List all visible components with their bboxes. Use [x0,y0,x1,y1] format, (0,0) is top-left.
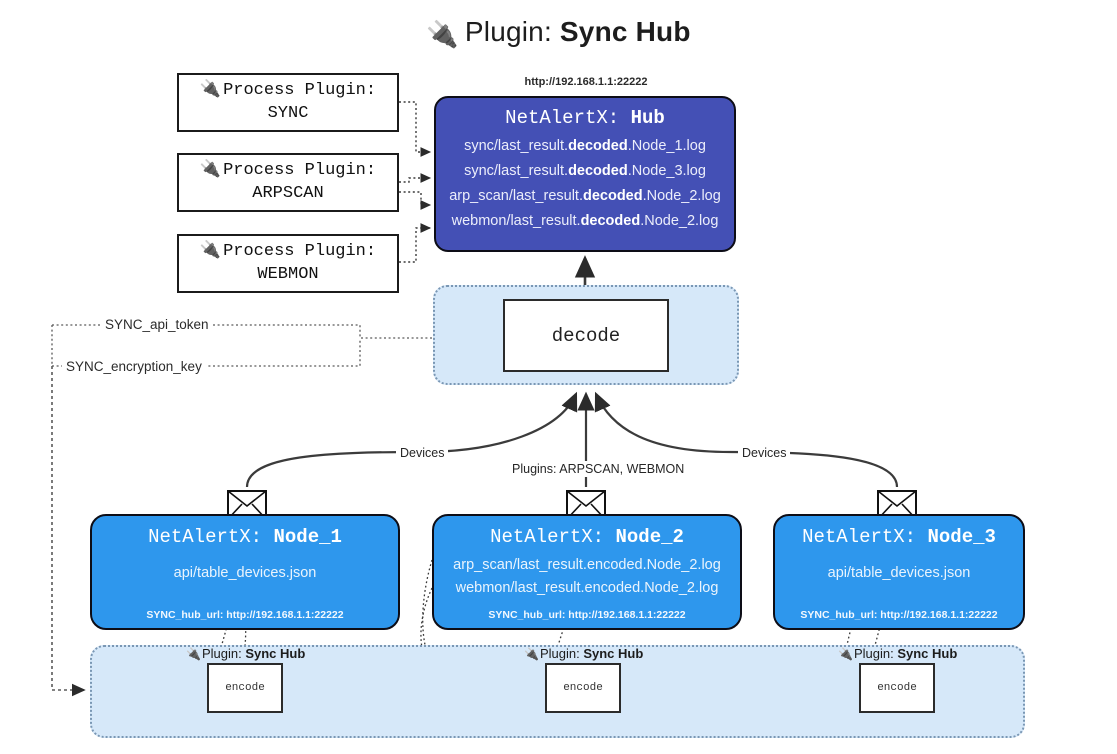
bottom-plugin-prefix: Plugin: [853,646,894,661]
bottom-plugin-name: Sync Hub [897,646,958,661]
edge-label-plugins: Plugins: ARPSCAN, WEBMON [508,461,689,477]
node-title-prefix: NetAlertX: [148,526,263,548]
page-title-prefix: Plugin: [464,16,552,47]
process-plugin-label: Process Plugin: [223,241,377,261]
encode-box-1[interactable]: encode [207,663,283,713]
node-title-name: Node_3 [927,526,996,548]
node-line: arp_scan/last_result.encoded.Node_2.log [453,557,721,573]
plug-icon: 🔌 [186,647,201,661]
node-title-prefix: NetAlertX: [490,526,605,548]
hub-title: NetAlertX: Hub [436,107,734,129]
node-card-node-1[interactable]: NetAlertX: Node_1 api/table_devices.json… [90,514,400,630]
edge-label-devices-right: Devices [738,445,791,461]
hub-card[interactable]: NetAlertX: Hub sync/last_result.decoded.… [434,96,736,252]
hub-log-bold: decoded [568,138,628,154]
node-title-prefix: NetAlertX: [802,526,917,548]
node-title: NetAlertX: Node_1 [92,526,398,548]
hub-log-line: arp_scan/last_result.decoded.Node_2.log [436,184,734,209]
process-plugin-label: Process Plugin: [223,160,377,180]
plug-icon: 🔌 [426,19,459,49]
hub-log-line: sync/last_result.decoded.Node_1.log [436,134,734,159]
process-plugin-name: WEBMON [257,264,319,284]
encode-box-3[interactable]: encode [859,663,935,713]
hub-log-post: .Node_1.log [627,138,706,154]
hub-log-line: webmon/last_result.decoded.Node_2.log [436,209,734,234]
plug-icon: 🔌 [524,647,539,661]
bottom-plugin-name: Sync Hub [245,646,306,661]
hub-log-post: .Node_2.log [642,187,721,204]
node-title-name: Node_1 [273,526,342,548]
process-plugin-label: Process Plugin: [223,80,377,100]
hub-log-pre: sync/last_result. [464,138,569,154]
node-footer: SYNC_hub_url: http://192.168.1.1:22222 [146,609,344,621]
bottom-plugin-prefix: Plugin: [539,646,580,661]
plug-icon: 🔌 [838,647,853,661]
hub-log-bold: decoded [582,187,643,204]
hub-log-bold: decoded [568,162,628,179]
hub-log-line: sync/last_result.decoded.Node_3.log [436,159,734,184]
hub-url-label: http://192.168.1.1:22222 [524,76,648,88]
node-line: api/table_devices.json [173,565,317,581]
node-footer: SYNC_hub_url: http://192.168.1.1:22222 [488,609,686,621]
node-footer: SYNC_hub_url: http://192.168.1.1:22222 [800,609,998,621]
node-line: webmon/last_result.encoded.Node_2.log [455,580,719,597]
node-title: NetAlertX: Node_2 [434,526,740,548]
bottom-plugin-name: Sync Hub [583,646,644,661]
hub-log-post: .Node_3.log [627,162,706,179]
hub-title-prefix: NetAlertX: [505,107,620,129]
page-title: 🔌Plugin: Sync Hub [0,16,1117,49]
bottom-plugin-label-2: 🔌Plugin: Sync Hub [524,646,643,661]
node-title: NetAlertX: Node_3 [775,526,1023,548]
plug-icon: 🔌 [199,160,222,180]
plug-icon: 🔌 [199,80,222,100]
process-plugin-webmon[interactable]: 🔌 Process Plugin: WEBMON [177,234,399,293]
bottom-plugin-label-3: 🔌Plugin: Sync Hub [838,646,957,661]
hub-title-name: Hub [630,107,665,129]
node-card-node-2[interactable]: NetAlertX: Node_2 arp_scan/last_result.e… [432,514,742,630]
process-plugin-name: SYNC [267,103,309,123]
node-line: api/table_devices.json [827,565,971,581]
bottom-plugin-prefix: Plugin: [201,646,242,661]
hub-log-post: .Node_2.log [640,212,719,229]
encode-box-2[interactable]: encode [545,663,621,713]
process-plugin-name: ARPSCAN [252,183,324,203]
edge-label-devices-left: Devices [396,445,449,461]
sync-api-token-label: SYNC_api_token [101,317,213,332]
hub-log-pre: arp_scan/last_result. [449,187,583,204]
hub-log-pre: sync/last_result. [464,162,569,179]
decode-box[interactable]: decode [503,299,669,372]
page-title-name: Sync Hub [559,16,691,47]
process-plugin-arpscan[interactable]: 🔌 Process Plugin: ARPSCAN [177,153,399,212]
hub-log-bold: decoded [580,212,641,229]
bottom-plugin-label-1: 🔌Plugin: Sync Hub [186,646,305,661]
node-card-node-3[interactable]: NetAlertX: Node_3 api/table_devices.json… [773,514,1025,630]
node-title-name: Node_2 [615,526,684,548]
sync-encryption-key-label: SYNC_encryption_key [62,359,206,374]
process-plugin-sync[interactable]: 🔌 Process Plugin: SYNC [177,73,399,132]
hub-log-pre: webmon/last_result. [451,212,581,229]
plug-icon: 🔌 [199,241,222,261]
